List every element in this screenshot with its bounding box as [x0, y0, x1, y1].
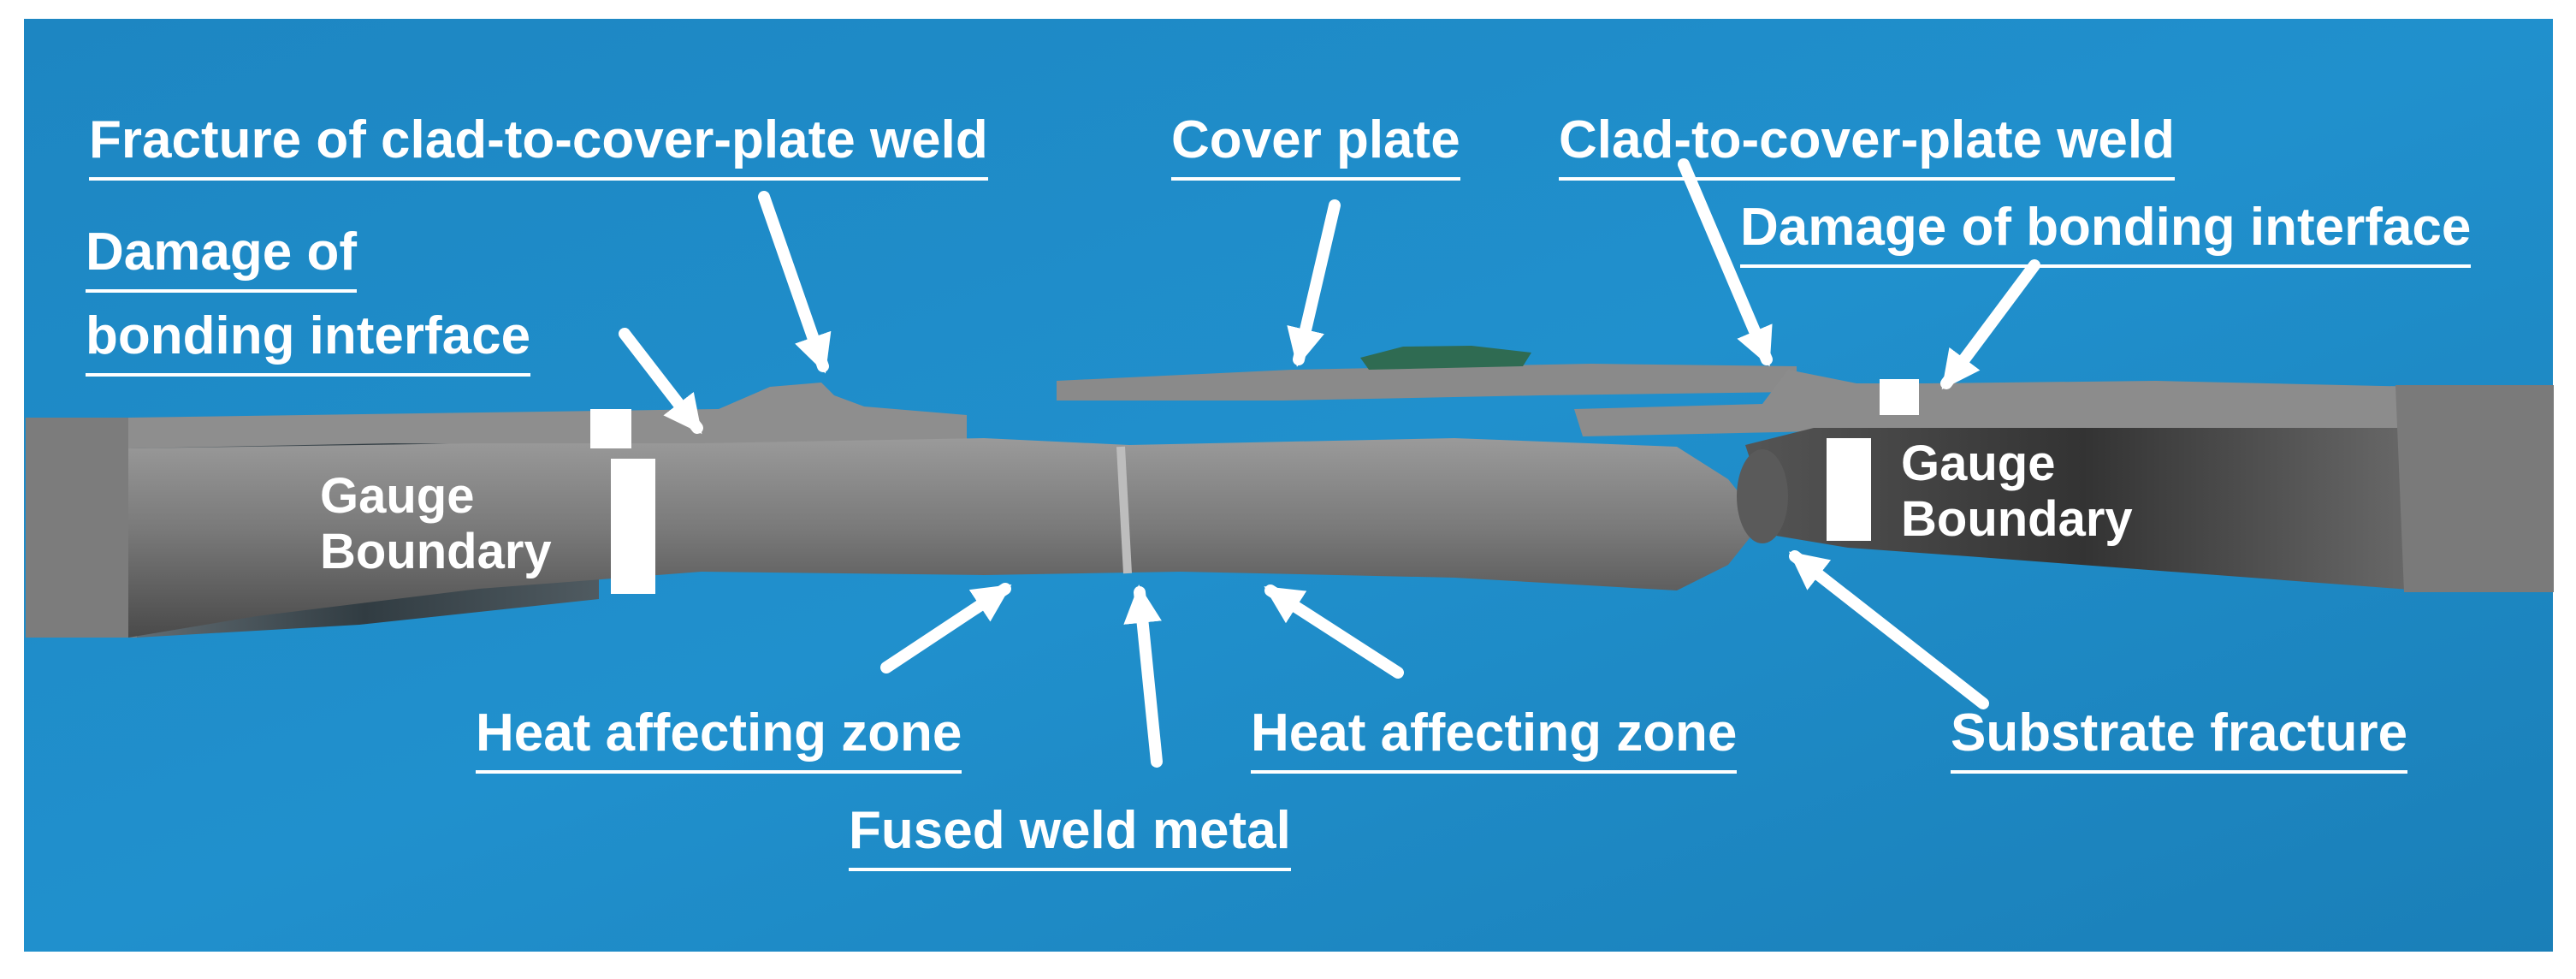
weld-line: [1116, 446, 1132, 574]
label-damage-bonding-right: Damage of bonding interface: [1740, 201, 2472, 268]
label-damage-bonding-left-2: bonding interface: [86, 310, 531, 377]
cover-plate-piece: [1057, 364, 1797, 400]
left-grip: [26, 418, 137, 638]
label-gauge-right-line1: Gauge: [1901, 436, 2056, 491]
right-substrate: [1745, 428, 2421, 590]
label-cover-plate: Cover plate: [1171, 114, 1460, 181]
arrow-fused-weld: [1123, 584, 1163, 768]
label-fracture-clad-weld: Fracture of clad-to-cover-plate weld: [89, 114, 988, 181]
label-gauge-left-line1: Gauge: [320, 468, 475, 524]
arrow-substrate-fracture: [1788, 550, 1989, 709]
cover-plate-debris: [1360, 346, 1531, 370]
neck-fracture: [1737, 449, 1788, 543]
left-clad-strip: [128, 383, 967, 448]
label-gauge-left: Gauge Boundary: [320, 468, 552, 580]
label-fused-weld-metal: Fused weld metal: [849, 804, 1291, 871]
arrow-fracture-clad-weld: [758, 191, 832, 374]
label-haz-left: Heat affecting zone: [476, 707, 962, 774]
right-grip: [2395, 385, 2554, 592]
arrow-damage-right: [1940, 259, 2040, 390]
arrow-clad-to-cover-weld: [1678, 158, 1773, 367]
arrow-haz-right: [1264, 584, 1404, 679]
gauge-mark-right-top: [1880, 379, 1919, 415]
label-damage-bonding-left-1: Damage of: [86, 226, 357, 293]
gauge-mark-left-bottom: [611, 459, 655, 594]
gauge-mark-right-bottom: [1827, 438, 1871, 541]
label-haz-right: Heat affecting zone: [1251, 707, 1738, 774]
arrow-cover-plate: [1287, 199, 1341, 367]
gauge-mark-left-top: [590, 409, 631, 448]
substrate-body: [128, 438, 1762, 638]
label-clad-to-cover-weld: Clad-to-cover-plate weld: [1559, 114, 2175, 181]
label-gauge-right: Gauge Boundary: [1901, 436, 2133, 548]
label-gauge-right-line2: Boundary: [1901, 490, 2133, 547]
label-substrate-fracture: Substrate fracture: [1951, 707, 2408, 774]
right-clad-strip: [1574, 370, 2421, 436]
arrow-damage-left: [619, 328, 703, 435]
arrow-haz-left: [880, 583, 1012, 673]
label-gauge-left-line2: Boundary: [320, 523, 552, 579]
